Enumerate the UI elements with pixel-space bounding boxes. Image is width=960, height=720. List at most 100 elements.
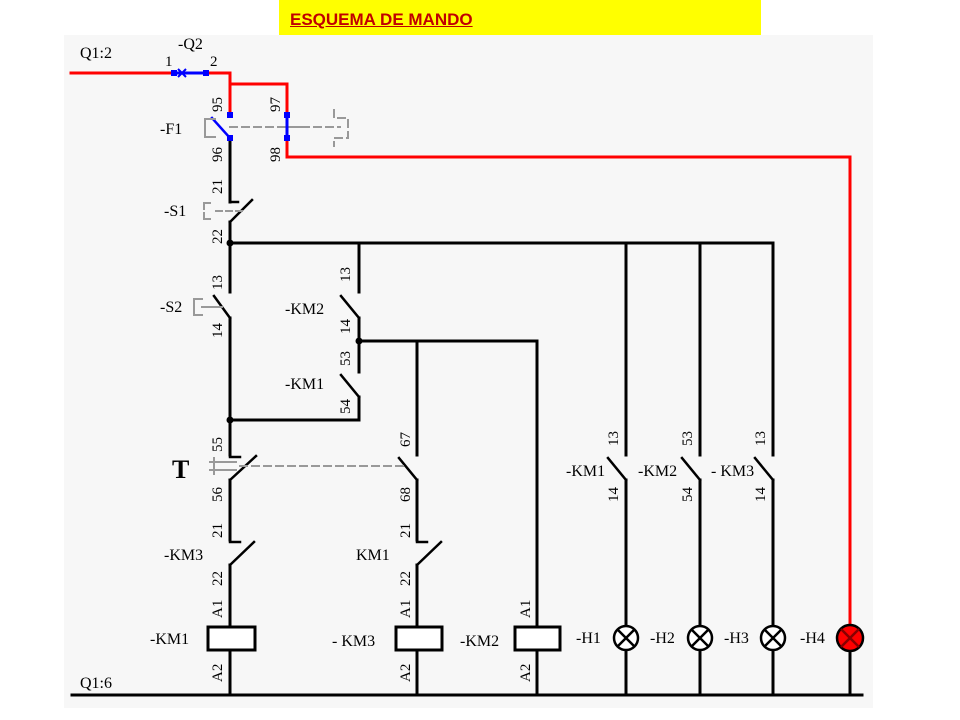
sig-km3-term-14: 14 bbox=[753, 487, 769, 503]
s1-actuator bbox=[203, 202, 243, 220]
km3-nc-term-22: 22 bbox=[210, 571, 226, 586]
junctions bbox=[226, 239, 363, 424]
lamp-h3-label: -H3 bbox=[724, 630, 749, 647]
coil-km1-label: -KM1 bbox=[150, 631, 189, 648]
f1-terminal-95 bbox=[227, 112, 233, 118]
sig-km2-term-53: 53 bbox=[680, 431, 696, 446]
s2-label: -S2 bbox=[160, 299, 182, 316]
q2-label: -Q2 bbox=[178, 36, 203, 53]
km3-nc-blade bbox=[228, 540, 256, 567]
lamp-h3-cross bbox=[764, 629, 782, 647]
sig-km3-term-13: 13 bbox=[753, 431, 769, 446]
s2-term-13: 13 bbox=[210, 275, 226, 290]
f1-nc-blade bbox=[210, 116, 232, 140]
q2-terminal-1-label: 1 bbox=[165, 54, 173, 70]
s2-term-14: 14 bbox=[210, 323, 226, 339]
mechanical-links bbox=[193, 109, 407, 475]
coil-km1-a1: A1 bbox=[210, 600, 226, 618]
lamp-h1 bbox=[612, 624, 640, 652]
sig-km1-label: -KM1 bbox=[566, 463, 605, 480]
s1-term-22: 22 bbox=[210, 229, 226, 244]
title-banner: ESQUEMA DE MANDO bbox=[279, 0, 761, 35]
h3-contact-blade bbox=[753, 456, 775, 482]
s1-label: -S1 bbox=[164, 203, 186, 220]
rail-top-label: Q1:2 bbox=[80, 45, 112, 62]
diagram-panel bbox=[64, 35, 873, 708]
h2-contact-blade bbox=[680, 456, 702, 482]
lamps bbox=[612, 623, 865, 653]
km3-nc-term-21: 21 bbox=[210, 523, 226, 538]
junction-km-bus bbox=[355, 337, 363, 345]
km1-contact-label: -KM1 bbox=[285, 376, 324, 393]
timer-term-67: 67 bbox=[398, 432, 414, 448]
lamp-h1-cross bbox=[617, 629, 635, 647]
km1-nc-term-22: 22 bbox=[398, 571, 414, 586]
junction-return bbox=[226, 416, 234, 424]
live-wiring bbox=[69, 71, 852, 627]
km1-term-54: 54 bbox=[338, 399, 354, 415]
timer-nc-blade bbox=[228, 454, 258, 482]
lamp-h3 bbox=[759, 624, 787, 652]
f1-term-97: 97 bbox=[268, 97, 284, 113]
f1-term-98: 98 bbox=[268, 147, 284, 162]
f1-label: -F1 bbox=[160, 121, 182, 138]
coil-km2 bbox=[513, 625, 562, 652]
timer-term-56: 56 bbox=[210, 487, 226, 503]
f1-term-96: 96 bbox=[210, 147, 226, 163]
km2-term-13: 13 bbox=[338, 267, 354, 282]
km1-nc-blade bbox=[415, 540, 443, 567]
coil-km3-label: - KM3 bbox=[332, 633, 375, 650]
sig-km1-term-13: 13 bbox=[606, 431, 622, 446]
coil-km2-label: -KM2 bbox=[460, 633, 499, 650]
km1-term-53: 53 bbox=[338, 351, 354, 366]
s2-actuator bbox=[193, 298, 223, 316]
km2-term-14: 14 bbox=[338, 319, 354, 335]
timer-actuator bbox=[209, 457, 237, 475]
lamp-h4 bbox=[835, 623, 865, 653]
timer-term-68: 68 bbox=[398, 487, 414, 502]
lamp-h2-label: -H2 bbox=[650, 630, 675, 647]
q2-cross bbox=[177, 68, 187, 78]
coil-km3 bbox=[394, 625, 444, 652]
f1-reset-bracket bbox=[204, 118, 216, 138]
lamp-h4-cross bbox=[840, 628, 860, 648]
sig-km2-label: -KM2 bbox=[638, 463, 677, 480]
coil-km1-a2: A2 bbox=[210, 664, 226, 682]
coil-km2-a1: A1 bbox=[518, 600, 534, 618]
km3-nc-label: -KM3 bbox=[164, 547, 203, 564]
timer-term-55: 55 bbox=[210, 437, 226, 452]
f1-terminals bbox=[227, 112, 290, 141]
rail-bottom-label: Q1:6 bbox=[80, 675, 112, 692]
breaker-q2 bbox=[171, 68, 209, 78]
control-wiring bbox=[70, 136, 864, 697]
f1-thermal-link bbox=[229, 109, 349, 147]
q2-terminal-2-label: 2 bbox=[210, 54, 218, 70]
labels: Q1:2 Q1:6 -Q2 1 2 -F1 95 96 97 98 -S1 21… bbox=[80, 36, 825, 692]
lamp-h2 bbox=[686, 624, 714, 652]
coil-km2-a2: A2 bbox=[518, 664, 534, 682]
km2-contact-label: -KM2 bbox=[285, 301, 324, 318]
km1-nc-term-21: 21 bbox=[398, 523, 414, 538]
q2-terminal-1 bbox=[171, 70, 177, 76]
timer-label: T bbox=[172, 455, 189, 484]
sig-km2-term-54: 54 bbox=[680, 487, 696, 503]
s1-term-21: 21 bbox=[210, 179, 226, 194]
f1-term-95: 95 bbox=[210, 97, 226, 112]
coils bbox=[206, 625, 562, 652]
timer-no-blade bbox=[397, 456, 419, 482]
q2-terminal-2 bbox=[203, 70, 209, 76]
km2-blade bbox=[339, 294, 361, 320]
coil-km1 bbox=[206, 625, 257, 652]
f1-terminal-96 bbox=[227, 135, 233, 141]
lamp-h1-label: -H1 bbox=[576, 630, 601, 647]
coil-km3-a2: A2 bbox=[398, 664, 414, 682]
sig-km1-term-14: 14 bbox=[606, 487, 622, 503]
coil-km3-a1: A1 bbox=[398, 600, 414, 618]
h1-contact-blade bbox=[606, 456, 628, 482]
sig-km3-label: - KM3 bbox=[711, 463, 754, 480]
km1-nc-label: KM1 bbox=[356, 547, 390, 564]
lamp-h4-label: -H4 bbox=[800, 630, 825, 647]
junction-bus-left bbox=[226, 239, 234, 247]
page-title: ESQUEMA DE MANDO bbox=[290, 10, 473, 29]
